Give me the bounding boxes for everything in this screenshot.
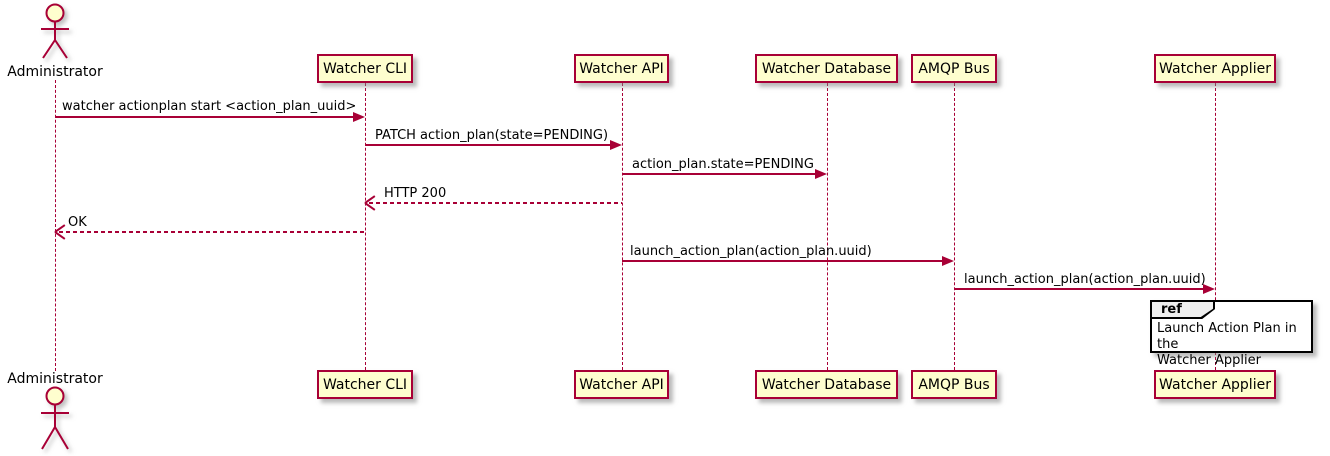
participant-label: Watcher CLI	[322, 376, 408, 393]
arrowhead-icon	[353, 112, 365, 122]
participant-top-watcher-database: Watcher Database	[755, 54, 898, 83]
message-label: OK	[68, 215, 87, 230]
actor-label-top: Administrator	[7, 64, 103, 80]
participant-bottom-watcher-api: Watcher API	[574, 370, 669, 399]
arrowhead-icon	[55, 226, 67, 238]
message-line	[365, 144, 612, 146]
arrowhead-icon	[365, 197, 377, 209]
arrowhead-icon	[815, 169, 827, 179]
participant-top-amqp-bus: AMQP Bus	[911, 54, 997, 83]
lifeline-amqp-bus	[954, 83, 955, 370]
actor-icon	[41, 386, 69, 450]
actor-icon	[41, 3, 69, 59]
message-line	[622, 173, 817, 175]
participant-label: Watcher CLI	[322, 60, 408, 77]
message-line	[622, 260, 944, 262]
participant-bottom-watcher-applier: Watcher Applier	[1154, 370, 1276, 399]
participant-label: Watcher Applier	[1159, 376, 1271, 393]
message-label: watcher actionplan start <action_plan_uu…	[62, 99, 357, 114]
participant-top-watcher-api: Watcher API	[574, 54, 669, 83]
message-label: launch_action_plan(action_plan.uuid)	[630, 244, 872, 259]
message-label: HTTP 200	[384, 186, 447, 201]
lifeline-watcher-applier	[1215, 83, 1216, 370]
lifeline-watcher-database	[827, 83, 828, 370]
arrowhead-icon	[1203, 284, 1215, 294]
ref-text-line2: Watcher Applier	[1157, 353, 1261, 368]
arrowhead-icon	[942, 256, 954, 266]
message-label: PATCH action_plan(state=PENDING)	[375, 128, 609, 143]
participant-top-watcher-applier: Watcher Applier	[1154, 54, 1276, 83]
participant-label: AMQP Bus	[918, 60, 990, 77]
participant-label: Watcher API	[579, 60, 664, 77]
lifeline-watcher-api	[622, 83, 623, 370]
message-line	[369, 202, 622, 204]
message-line	[55, 116, 355, 118]
message-line	[59, 231, 365, 233]
ref-keyword: ref	[1152, 302, 1213, 317]
participant-bottom-amqp-bus: AMQP Bus	[911, 370, 997, 399]
ref-frame: ref Launch Action Plan in the Watcher Ap…	[1150, 300, 1313, 368]
message-label: action_plan.state=PENDING	[632, 157, 814, 172]
participant-label: Watcher Database	[761, 60, 892, 77]
message-line	[954, 288, 1205, 290]
ref-tab: ref	[1151, 301, 1215, 319]
participant-label: AMQP Bus	[918, 376, 990, 393]
ref-body: Launch Action Plan in the Watcher Applie…	[1152, 319, 1311, 369]
participant-label: Watcher Database	[761, 376, 892, 393]
arrowhead-icon	[610, 140, 622, 150]
participant-bottom-watcher-cli: Watcher CLI	[317, 370, 413, 399]
participant-bottom-watcher-database: Watcher Database	[755, 370, 898, 399]
participant-label: Watcher Applier	[1159, 60, 1271, 77]
lifeline-watcher-cli	[365, 83, 366, 370]
message-label: launch_action_plan(action_plan.uuid)	[964, 272, 1206, 287]
participant-label: Watcher API	[579, 376, 664, 393]
ref-text-line1: Launch Action Plan in the	[1157, 321, 1297, 352]
participant-top-watcher-cli: Watcher CLI	[317, 54, 413, 83]
actor-label-bottom: Administrator	[7, 371, 103, 387]
